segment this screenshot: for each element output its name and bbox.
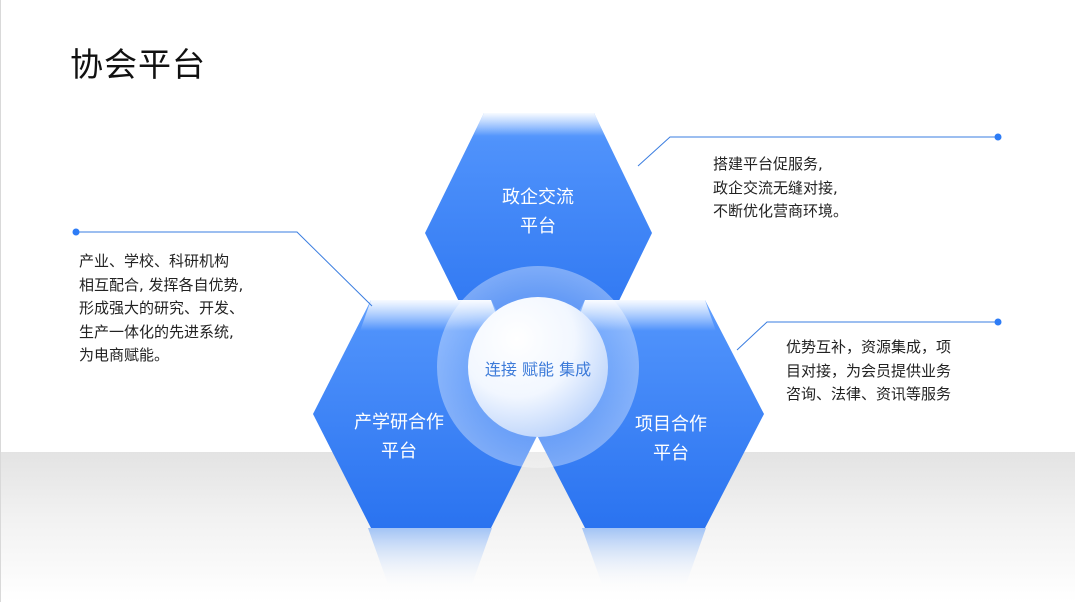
floor-gradient (0, 452, 1075, 602)
description-left-line: 生产一体化的先进系统, (79, 322, 234, 341)
hexagon-right-label: 项目合作 平台 (611, 410, 731, 468)
hexagon-top-label: 政企交流 平台 (478, 183, 598, 241)
description-bottom-right: 优势互补，资源集成，项 目对接，为会员提供业务 咨询、法律、资讯等服务 (786, 336, 951, 407)
center-ball (468, 297, 608, 437)
description-top-right: 搭建平台促服务, 政企交流无缝对接, 不断优化营商环境。 (713, 153, 848, 224)
hexagon-left-line2: 平台 (381, 441, 417, 462)
description-left-line: 相互配合, 发挥各自优势, (79, 275, 244, 294)
connector-top-right (637, 133, 1002, 167)
hexagon-top-line1: 政企交流 (502, 187, 574, 208)
description-left-line: 为电商赋能。 (79, 346, 170, 364)
description-bottom-right-line: 目对接，为会员提供业务 (786, 361, 952, 380)
reflection-right (582, 528, 706, 590)
page-title: 协会平台 (70, 45, 206, 84)
description-left-line: 形成强大的研究、开发、 (79, 299, 245, 317)
description-bottom-right-line: 咨询、法律、资讯等服务 (786, 385, 952, 403)
center-label: 连接 赋能 集成 (484, 360, 592, 379)
hexagon-right-line1: 项目合作 (635, 414, 707, 435)
hexagon-left-line1: 产学研合作 (354, 412, 444, 433)
description-left-line: 产业、学校、科研机构 (79, 252, 230, 270)
reflection-left (368, 528, 492, 590)
description-top-right-line: 政企交流无缝对接, (713, 178, 838, 197)
left-border (0, 0, 1, 602)
connector-bottom-right (736, 318, 1002, 351)
hexagon-top-line2: 平台 (520, 216, 556, 237)
description-bottom-right-line: 优势互补，资源集成，项 (786, 338, 952, 356)
description-top-right-line: 不断优化营商环境。 (713, 202, 849, 220)
description-top-right-line: 搭建平台促服务, (713, 155, 823, 173)
hexagon-right-line2: 平台 (653, 443, 689, 464)
hexagon-left-label: 产学研合作 平台 (339, 408, 459, 466)
connector-left (72, 228, 373, 307)
description-left: 产业、学校、科研机构 相互配合, 发挥各自优势, 形成强大的研究、开发、 生产一… (79, 250, 244, 368)
